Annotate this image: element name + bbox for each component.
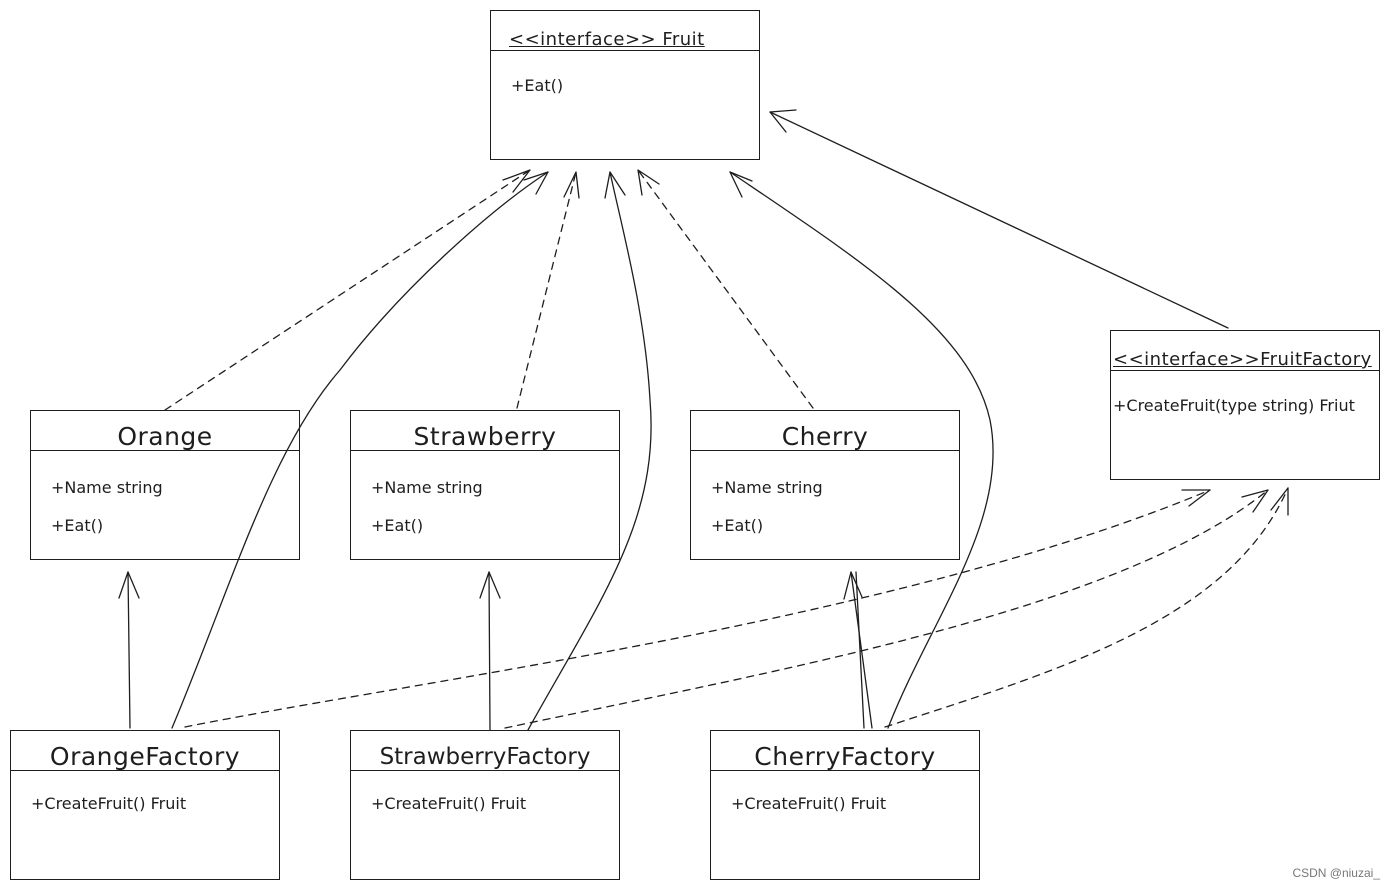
cherryfactory-class-title: CherryFactory [711, 731, 979, 771]
edge-cherryfactory-to-cherry-2 [855, 571, 865, 729]
arrowhead-orange-fruit [502, 169, 531, 193]
orange-member-eat: +Eat() [51, 516, 104, 535]
orangefactory-class-members: +CreateFruit() Fruit [31, 785, 186, 823]
edge-strawberryfactory-to-fruit [527, 171, 652, 731]
edge-orangefactory-to-fruitfactory [184, 489, 1211, 728]
arrowhead-cherryfactory-fruit [729, 171, 753, 198]
edge-cherryfactory-to-fruitfactory [884, 487, 1289, 728]
arrowhead-strawberryfactory-fruit [604, 171, 626, 199]
orangefactory-member-createfruit: +CreateFruit() Fruit [31, 794, 187, 813]
cherry-class-members: +Name string +Eat() [711, 469, 823, 545]
fruitfactory-interface-members: +CreateFruit(type string) Friut [1113, 387, 1355, 425]
edge-orangefactory-to-orange [127, 571, 131, 729]
cherryfactory-class-box: CherryFactory +CreateFruit() Fruit [710, 730, 980, 880]
fruitfactory-interface-box: <<interface>>FruitFactory +CreateFruit(t… [1110, 330, 1380, 480]
cherryfactory-class-members: +CreateFruit() Fruit [731, 785, 886, 823]
arrowhead-cherryfactory-fruitfactory [1270, 487, 1289, 516]
cherry-member-eat: +Eat() [711, 516, 764, 535]
cherry-class-box: Cherry +Name string +Eat() [690, 410, 960, 560]
edge-cherryfactory-to-fruit [729, 171, 994, 729]
orange-class-title: Orange [31, 411, 299, 451]
arrowhead-cherry-fruit [637, 169, 660, 196]
strawberryfactory-member-createfruit: +CreateFruit() Fruit [371, 794, 527, 813]
strawberry-member-eat: +Eat() [371, 516, 424, 535]
strawberry-class-box: Strawberry +Name string +Eat() [350, 410, 620, 560]
fruit-interface-title: <<interface>> Fruit [491, 11, 759, 51]
fruitfactory-interface-title: <<interface>>FruitFactory [1111, 331, 1379, 371]
strawberry-class-title: Strawberry [351, 411, 619, 451]
edge-strawberry-to-fruit [516, 171, 577, 409]
strawberryfactory-class-box: StrawberryFactory +CreateFruit() Fruit [350, 730, 620, 880]
orange-class-members: +Name string +Eat() [51, 469, 163, 545]
edge-fruitfactory-to-fruit [769, 111, 1229, 329]
watermark: CSDN @niuzai_ [1292, 866, 1380, 880]
cherry-member-name: +Name string [711, 478, 823, 497]
edge-cherry-to-fruit [637, 169, 814, 409]
arrowhead-orangefactory-orange [118, 571, 140, 599]
strawberryfactory-class-members: +CreateFruit() Fruit [371, 785, 526, 823]
edge-orangefactory-to-fruit [171, 171, 549, 729]
strawberryfactory-class-title: StrawberryFactory [351, 731, 619, 771]
orange-member-name: +Name string [51, 478, 163, 497]
strawberry-member-name: +Name string [371, 478, 483, 497]
arrowhead-strawberryfactory-fruitfactory [1241, 489, 1269, 513]
strawberry-class-members: +Name string +Eat() [371, 469, 483, 545]
edge-orange-to-fruit [164, 169, 531, 411]
cherry-class-title: Cherry [691, 411, 959, 451]
orangefactory-class-title: OrangeFactory [11, 731, 279, 771]
arrowhead-fruitfactory-fruit [769, 109, 797, 133]
cherryfactory-member-createfruit: +CreateFruit() Fruit [731, 794, 887, 813]
orange-class-box: Orange +Name string +Eat() [30, 410, 300, 560]
edge-cherryfactory-to-cherry [850, 571, 873, 729]
arrowhead-orangefactory-fruitfactory [1181, 489, 1211, 507]
arrowhead-orangefactory-fruit [523, 171, 549, 195]
arrowhead-strawberry-fruit [563, 171, 580, 199]
fruit-interface-box: <<interface>> Fruit +Eat() [490, 10, 760, 160]
edge-strawberryfactory-to-strawberry [488, 571, 491, 731]
orangefactory-class-box: OrangeFactory +CreateFruit() Fruit [10, 730, 280, 880]
arrowhead-strawberryfactory-strawberry [479, 571, 501, 599]
fruitfactory-interface-member: +CreateFruit(type string) Friut [1113, 396, 1355, 415]
fruit-interface-members: +Eat() [511, 67, 563, 105]
fruit-interface-member: +Eat() [511, 76, 564, 95]
edge-strawberryfactory-to-fruitfactory [504, 489, 1269, 729]
